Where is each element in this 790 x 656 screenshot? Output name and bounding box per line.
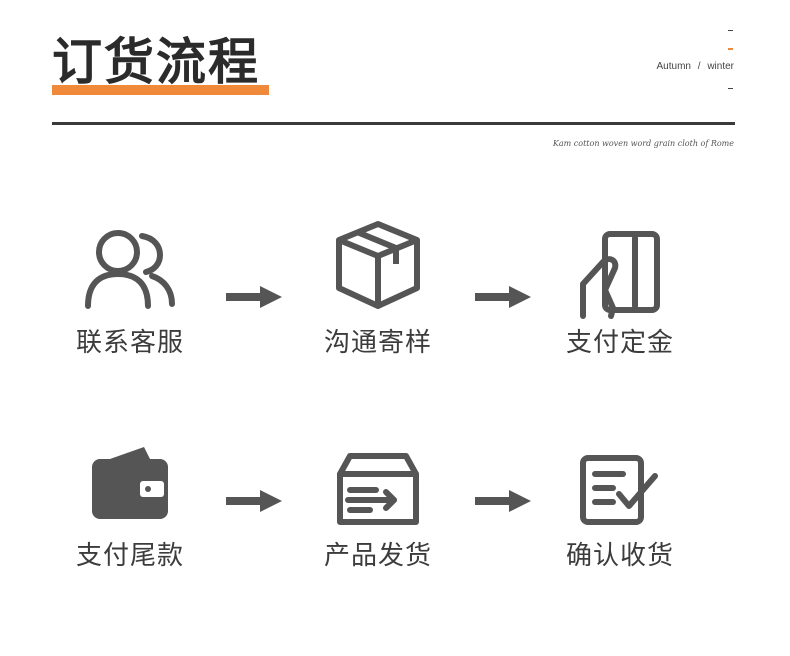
decor-tick — [728, 30, 733, 31]
step-label: 支付尾款 — [75, 541, 184, 571]
step-deposit: 支付定金 — [535, 228, 705, 368]
season-separator: / — [697, 61, 701, 72]
title-underline-bar — [52, 85, 269, 95]
season-left: Autumn — [656, 61, 691, 72]
step-contact: 联系客服 — [45, 228, 215, 368]
step-balance: 支付尾款 — [45, 445, 215, 575]
page-title: 订货流程 — [52, 33, 260, 91]
title-block: 订货流程 — [52, 30, 282, 100]
card-hand-icon — [580, 231, 660, 319]
arrow-right-icon — [475, 286, 531, 308]
step-label: 支付定金 — [565, 328, 674, 358]
step-label: 联系客服 — [75, 328, 184, 358]
arrow-right-icon — [475, 490, 531, 512]
season-label: Autumn / winter — [657, 61, 735, 72]
shipping-box-icon — [337, 453, 419, 525]
wallet-icon — [92, 447, 168, 519]
script-tagline: Kam cotton woven word grain cloth of Rom… — [552, 139, 734, 148]
arrow-right-icon — [226, 490, 282, 512]
step-label: 产品发货 — [323, 541, 432, 571]
decor-tick-accent — [728, 48, 733, 50]
step-sample: 沟通寄样 — [293, 220, 463, 368]
box-icon — [336, 221, 420, 309]
season-right: winter — [707, 61, 734, 72]
step-label: 沟通寄样 — [323, 328, 432, 358]
arrow-right-icon — [226, 286, 282, 308]
step-ship: 产品发货 — [293, 452, 463, 575]
checklist-icon — [580, 455, 658, 525]
step-receive: 确认收货 — [535, 454, 705, 575]
header-divider — [52, 122, 735, 125]
users-icon — [85, 230, 175, 309]
decor-tick — [728, 88, 733, 89]
step-label: 确认收货 — [565, 541, 674, 571]
